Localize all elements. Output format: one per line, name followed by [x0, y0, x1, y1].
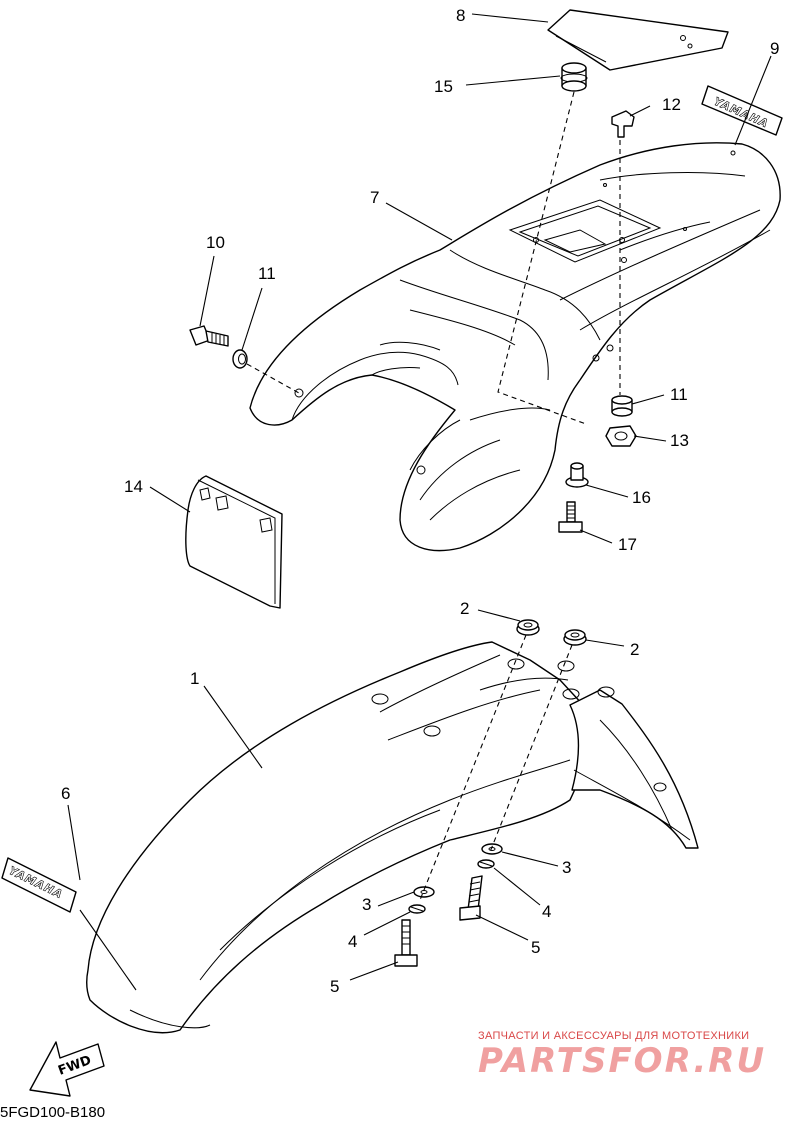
callout-17: 17	[618, 535, 637, 554]
part-8-plate	[547, 9, 729, 71]
part-10-bolt	[189, 325, 229, 347]
callout-15: 15	[434, 77, 453, 96]
callout-13: 13	[670, 431, 689, 450]
part-6-decal: YAMAHA	[1, 857, 77, 913]
part-5-bolt-right	[459, 875, 483, 921]
callout-leaders	[67, 13, 772, 991]
callout-12: 12	[662, 95, 681, 114]
part-4-lockwasher-left	[408, 904, 426, 914]
part-3-washer-left	[413, 886, 435, 898]
callout-4-left: 4	[348, 932, 357, 951]
callout-3-right: 3	[562, 858, 571, 877]
callout-9: 9	[770, 39, 779, 58]
callout-4-right: 4	[542, 902, 551, 921]
callout-16: 16	[632, 488, 651, 507]
callout-5-left: 5	[330, 977, 339, 996]
callout-14: 14	[124, 477, 143, 496]
callout-1: 1	[190, 669, 199, 688]
callout-5-right: 5	[531, 938, 540, 957]
part-15-grommet	[560, 62, 588, 92]
assembly-center-lines	[246, 91, 621, 901]
callout-2-left: 2	[460, 599, 469, 618]
watermark-subtitle: ЗАПЧАСТИ И АКСЕССУАРЫ ДЛЯ МОТОТЕХНИКИ	[478, 1030, 749, 1042]
part-16-collar	[565, 462, 589, 488]
callout-numbers: 8 15 12 9 7 10 11 11 13 16 17 14 2 2 1 6…	[61, 6, 779, 996]
callout-11-right: 11	[670, 385, 688, 404]
part-7-rear-fender	[249, 142, 781, 552]
diagram-code: 5FGD100-B180	[0, 1104, 105, 1121]
callout-3-left: 3	[362, 895, 371, 914]
part-3-washer-right	[481, 843, 503, 855]
callout-7: 7	[370, 188, 379, 207]
part-1-front-fender	[85, 641, 699, 1034]
part-13-nut	[605, 425, 637, 447]
callout-10: 10	[206, 233, 225, 252]
part-11-collar-right	[611, 395, 633, 417]
part-11-collar-left	[232, 349, 248, 369]
callout-8: 8	[456, 6, 465, 25]
fwd-arrow: FWD	[29, 1041, 105, 1097]
part-2-grommet-right	[563, 629, 587, 646]
part-17-bolt	[558, 501, 583, 533]
part-5-bolt-left	[394, 919, 418, 967]
part-14-mudflap	[185, 475, 283, 609]
part-2-grommet-left	[516, 619, 540, 636]
part-12-clip	[611, 110, 635, 138]
callout-2-right: 2	[630, 640, 639, 659]
callout-6: 6	[61, 784, 70, 803]
callout-11-left: 11	[258, 264, 276, 283]
part-4-lockwasher-right	[477, 859, 495, 869]
watermark: ЗАПЧАСТИ И АКСЕССУАРЫ ДЛЯ МОТОТЕХНИКИ PA…	[478, 1030, 766, 1081]
watermark-brand: PARTSFOR.RU	[478, 1041, 766, 1081]
